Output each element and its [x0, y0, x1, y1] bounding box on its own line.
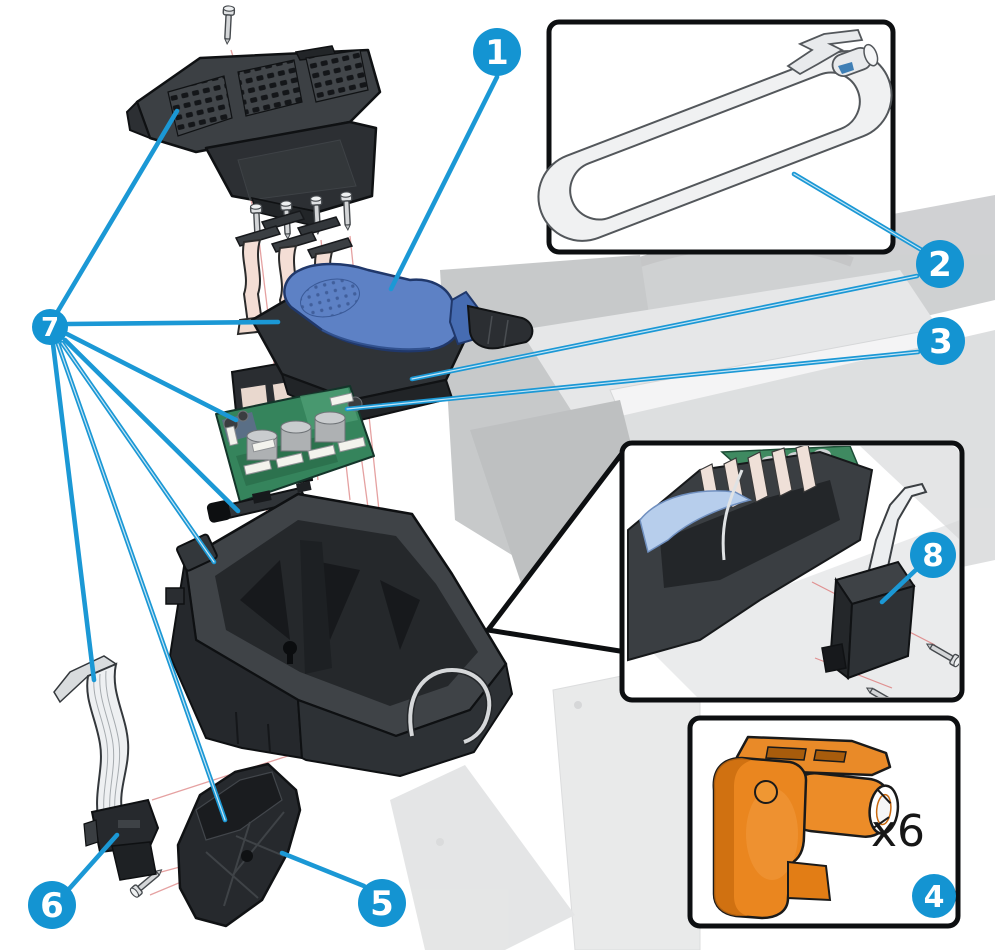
svg-text:7: 7 [41, 313, 59, 343]
carriage-cover-part [125, 45, 382, 227]
callout-2: 2 [916, 240, 964, 288]
screw-icon [339, 191, 355, 231]
keyhole-detail [283, 641, 297, 655]
svg-text:1: 1 [485, 33, 509, 73]
carriage-lower-cover-part [176, 762, 302, 928]
inset-orange-holder: x6 [687, 715, 961, 929]
tube-blue-mark [838, 62, 854, 74]
vent-grid [167, 75, 233, 137]
svg-text:4: 4 [924, 880, 945, 915]
screw-icon [220, 5, 236, 45]
inset-blue-lever [639, 490, 753, 554]
printhead-latches [235, 210, 353, 347]
callout-5: 5 [358, 879, 406, 927]
callout-4: 4 [912, 874, 956, 918]
tube-connector [466, 304, 534, 350]
inset-wedge [485, 445, 629, 655]
callouts: 1 2 3 4 5 6 7 8 [28, 28, 965, 929]
orange-nub [754, 780, 778, 804]
svg-text:2: 2 [928, 245, 952, 285]
quantity-label: x6 [871, 806, 925, 857]
tube-guide-hook [786, 29, 864, 76]
vent-grid [305, 49, 369, 103]
svg-text:8: 8 [922, 538, 944, 574]
leader-line-cores [57, 173, 926, 821]
orange-holder-part [712, 735, 900, 920]
flex-ribbon [86, 662, 130, 820]
svg-text:3: 3 [929, 322, 953, 362]
trailing-cable-part [53, 655, 160, 881]
callout-8: 8 [910, 532, 956, 578]
callout-6: 6 [28, 881, 76, 929]
carriage-assembly [165, 492, 513, 777]
svg-text:6: 6 [40, 886, 64, 926]
callout-7: 7 [32, 309, 68, 345]
pcb-connectors [225, 392, 366, 476]
vent-grid [237, 59, 303, 117]
svg-text:5: 5 [370, 884, 394, 924]
truss-ribs [205, 811, 285, 907]
inset-tube-guide [537, 19, 896, 255]
callout-3: 3 [917, 317, 965, 365]
inset-detail-8 [619, 440, 965, 703]
callout-1: 1 [473, 28, 521, 76]
carriage-pca-board [215, 385, 375, 503]
